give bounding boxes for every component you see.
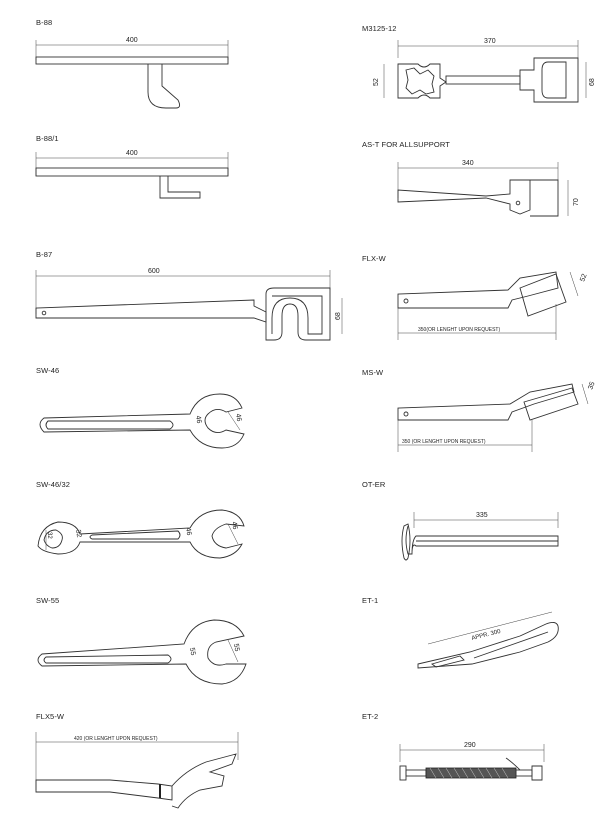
tool-label-b881: B-88/1 — [36, 134, 59, 143]
tool-label-sw46: SW-46 — [36, 366, 60, 375]
dim-msw-head: 35 — [587, 381, 596, 391]
dim-b87-length: 600 — [148, 268, 160, 275]
dim-ast-height: 70 — [573, 198, 580, 206]
dim-sw4632-small-body: 32 — [74, 529, 82, 538]
dim-flx5w-length: 420 (OR LENGHT UPON REQUEST) — [74, 736, 158, 742]
dim-m3125-length: 370 — [484, 38, 496, 45]
dim-ast-length: 340 — [462, 160, 474, 167]
tool-label-sw55: SW-55 — [36, 596, 60, 605]
tool-label-b87: B-87 — [36, 250, 53, 259]
tool-label-oter: OT-ER — [362, 480, 386, 489]
dim-m3125-left: 52 — [373, 78, 380, 86]
dim-sw4632-large-body: 46 — [184, 527, 192, 536]
dim-sw46-body: 46 — [194, 415, 202, 424]
tool-label-et2: ET-2 — [362, 712, 379, 721]
dim-b87-jaw: 68 — [335, 312, 342, 320]
dim-sw4632-large-jaw: 46 — [230, 521, 238, 530]
tool-label-m3125: M3125-12 — [362, 24, 397, 33]
tool-label-sw4632: SW-46/32 — [36, 480, 71, 489]
dim-msw-length: 350 (OR LENGHT UPON REQUEST) — [402, 439, 486, 445]
tool-label-flx5w: FLX5-W — [36, 712, 65, 721]
dim-b881-length: 400 — [126, 150, 138, 157]
dim-sw4632-small-jaw: 32 — [46, 532, 52, 539]
dim-sw55-body: 55 — [188, 647, 196, 656]
tool-label-flxw: FLX-W — [362, 254, 386, 263]
dim-m3125-right: 68 — [589, 78, 596, 86]
dim-sw55-jaw: 55 — [232, 643, 240, 652]
dim-oter-length: 335 — [476, 512, 488, 519]
tool-label-ast: AS-T FOR ALLSUPPORT — [362, 140, 450, 149]
tool-label-b88: B-88 — [36, 18, 53, 27]
dim-flxw-length: 350(OR LENGHT UPON REQUEST) — [418, 327, 500, 333]
dim-sw46-jaw: 46 — [234, 413, 242, 422]
dim-b88-length: 400 — [126, 37, 138, 44]
tool-label-et1: ET-1 — [362, 596, 379, 605]
dim-et2-length: 290 — [464, 742, 476, 749]
dim-flxw-head: 52 — [579, 273, 588, 283]
tool-label-msw: MS-W — [362, 368, 384, 377]
